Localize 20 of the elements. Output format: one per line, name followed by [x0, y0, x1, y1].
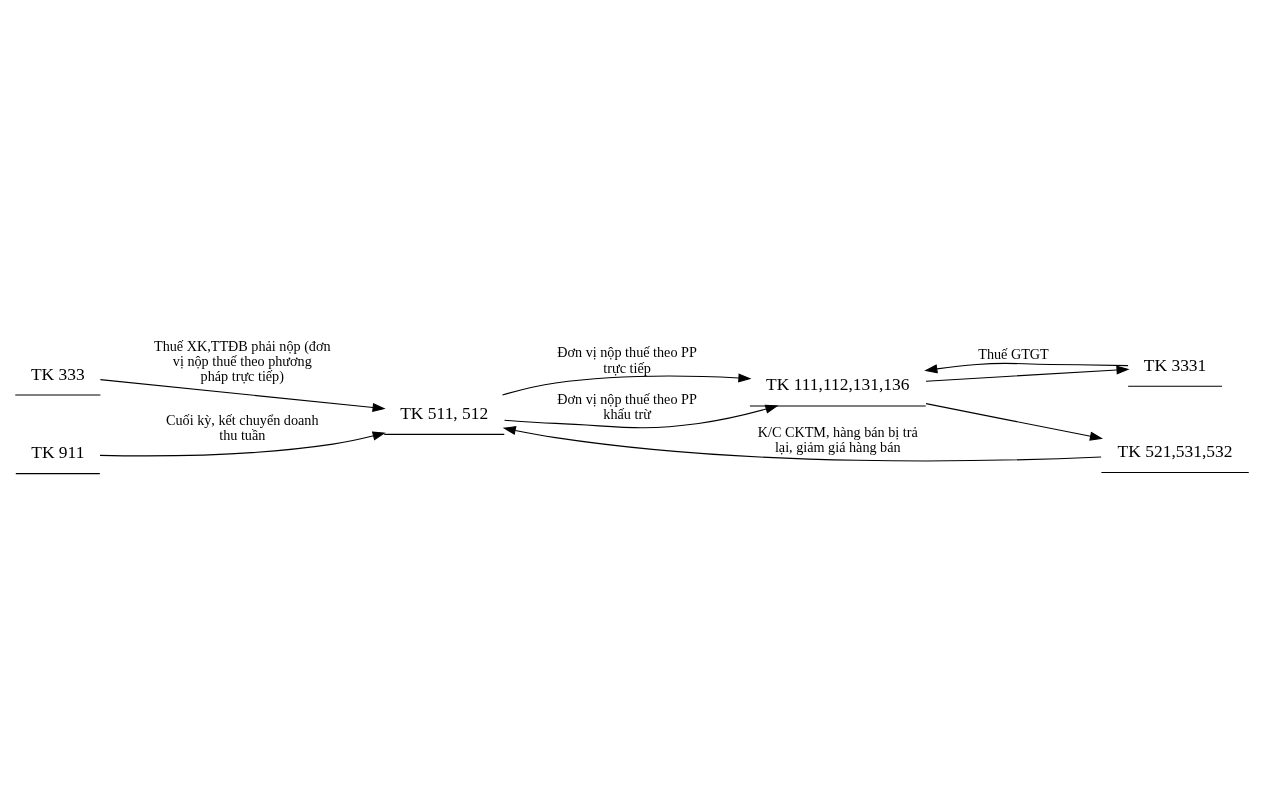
node-text: TK 111,112,131,136 — [766, 373, 910, 394]
edge-label: K/C CKTM, hàng bán bị trả lại, giảm giá hàng bán — [757, 423, 918, 455]
edge-label: Đơn vị nộp thuế theo PP trực tiếp — [557, 343, 697, 376]
node-text: TK 521,531,532 — [1117, 440, 1233, 461]
edge-label: Cuối kỳ, kết chuyển doanh thu tuần — [166, 411, 319, 443]
node-text: TK 511, 512 — [400, 402, 489, 423]
edge-label: Đơn vị nộp thuế theo PP khấu trừ — [557, 390, 697, 422]
arrow — [925, 402, 1103, 441]
node-text: TK 911 — [31, 441, 85, 462]
node-text: TK 3331 — [1143, 354, 1207, 375]
arrow — [925, 364, 1130, 382]
edge-label: Thuế GTGT — [978, 345, 1049, 362]
arrow — [924, 362, 1129, 373]
arrow — [501, 372, 752, 396]
node-text: TK 333 — [30, 363, 85, 384]
arrow — [99, 431, 386, 456]
arrow — [502, 425, 1102, 461]
arrow — [503, 404, 779, 428]
edge-label: Thuế XK,TTĐB phải nộp (đơn vị nộp thuế theo phương pháp trực tiếp) — [154, 337, 331, 384]
arrow — [99, 378, 386, 412]
